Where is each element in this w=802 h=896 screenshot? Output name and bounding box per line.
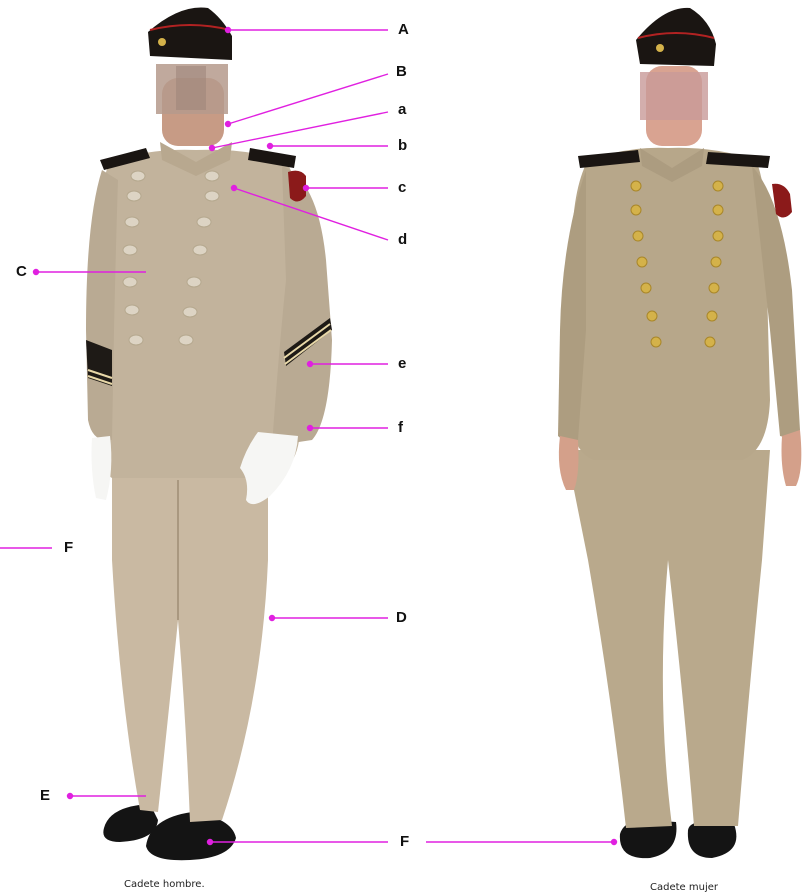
male-glove-left <box>91 436 112 500</box>
male-shoe-left <box>103 804 158 842</box>
caption-female-cadet: Cadete mujer <box>650 882 718 893</box>
label-B: B <box>396 63 407 80</box>
female-shoe-right <box>687 821 737 858</box>
label-e: e <box>398 355 407 372</box>
male-shoe-right <box>146 812 236 861</box>
label-C: C <box>16 263 27 280</box>
female-jacket-buttons <box>630 180 724 348</box>
female-sleeve-right <box>752 166 800 438</box>
male-sleeve-right <box>272 166 332 446</box>
label-A: A <box>398 21 409 38</box>
leader-line-a <box>211 111 389 149</box>
leader-line-B <box>227 73 389 125</box>
female-jacket <box>569 147 770 460</box>
leader-lines <box>0 26 618 846</box>
label-F-bottom: F <box>400 833 410 850</box>
female-shoe-left <box>619 820 677 859</box>
label-a: a <box>398 101 407 118</box>
male-jacket <box>99 149 301 478</box>
female-cadet-figure <box>558 7 802 859</box>
label-E: E <box>40 787 51 804</box>
male-glove-right <box>240 432 298 505</box>
label-c: c <box>398 179 407 196</box>
female-trousers <box>566 450 770 828</box>
female-sleeve-left <box>558 170 586 442</box>
male-trousers <box>112 470 268 822</box>
leader-line-d <box>233 187 389 241</box>
label-d: d <box>398 231 408 248</box>
male-cap <box>148 7 232 60</box>
label-F-left: F <box>64 539 74 556</box>
label-f: f <box>398 419 403 436</box>
caption-male-cadet: Cadete hombre. <box>124 879 205 890</box>
male-jacket-buttons <box>122 170 220 346</box>
label-b: b <box>398 137 408 154</box>
label-D: D <box>396 609 407 626</box>
female-cap <box>636 7 716 66</box>
male-cadet-figure <box>86 7 332 861</box>
